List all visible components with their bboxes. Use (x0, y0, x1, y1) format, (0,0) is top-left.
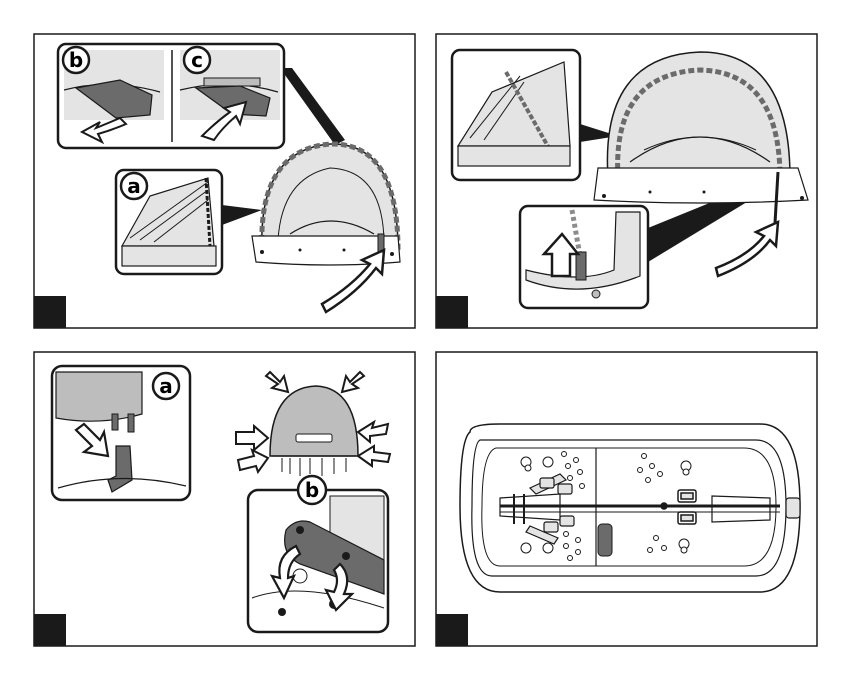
panel-2-rod (576, 252, 586, 280)
svg-text:b: b (69, 48, 83, 72)
svg-text:b: b (305, 478, 319, 502)
callout-b: b (63, 47, 89, 73)
panel-3-inset-a: a (52, 366, 190, 500)
panel-2-step-box (436, 296, 468, 328)
svg-text:a: a (127, 174, 141, 198)
panel-1-step-box (34, 296, 66, 328)
panel-3-step-box (34, 614, 66, 646)
panel-2 (436, 34, 817, 328)
panel-3-callout-b: b (298, 476, 326, 504)
svg-text:c: c (191, 48, 203, 72)
callout-a: a (121, 173, 147, 199)
panel-3-callout-a: a (153, 373, 179, 399)
callout-c: c (184, 47, 210, 73)
panel-4-step-box (436, 614, 468, 646)
inset-c-zip (204, 78, 260, 86)
panel-4-frame (436, 352, 817, 646)
panel-3: a (34, 352, 415, 646)
panel-2-inset-bottom (520, 206, 648, 308)
inset-bc: b c (58, 44, 284, 148)
panel-3-inset-b: b (248, 476, 388, 632)
panel-4 (436, 352, 817, 646)
svg-text:a: a (159, 374, 173, 398)
inset-a: a (116, 170, 222, 274)
panel-2-inset-top (452, 50, 580, 180)
panel-4-handle-slot (598, 524, 612, 556)
panel-1: b c a (34, 34, 415, 328)
